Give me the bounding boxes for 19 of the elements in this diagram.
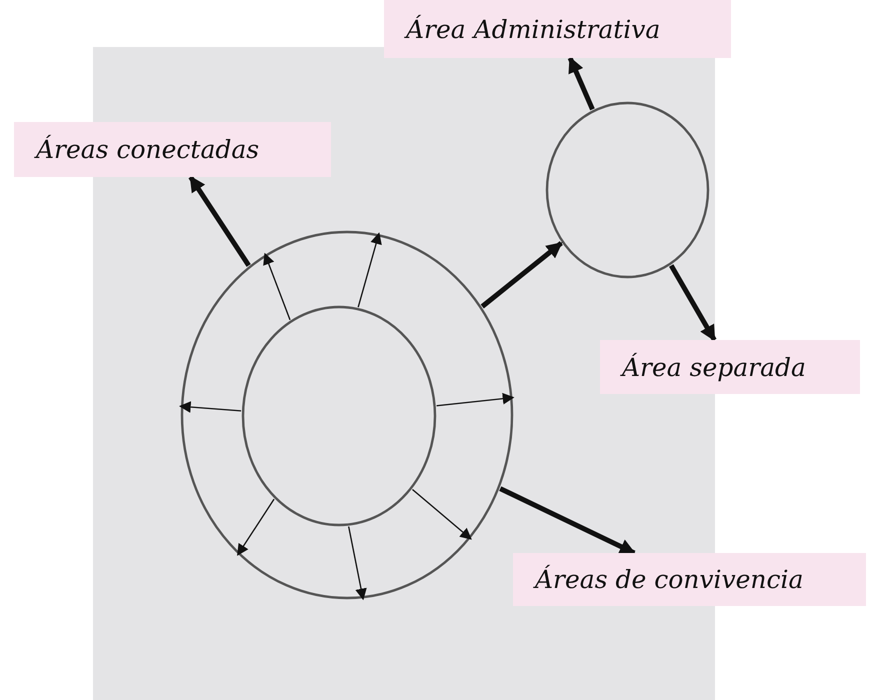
arrow [237,498,275,556]
arrow [669,264,717,342]
callout-label: Áreas conectadas [14,122,331,177]
arrow [179,401,242,413]
outer-circle [180,230,514,600]
arrow [480,241,563,308]
arrow [348,526,367,600]
callout-label: Áreas de convivencia [513,553,866,606]
arrow [568,56,595,110]
small-circle [545,101,710,279]
arrow [263,252,291,320]
arrow [412,488,472,540]
arrow [358,232,382,308]
callout-label: Área separada [600,340,860,394]
arrow [188,176,251,267]
callout-label: Área Administrativa [384,0,731,58]
inner-circle [241,305,437,527]
arrow [436,392,514,406]
arrow [499,486,636,556]
